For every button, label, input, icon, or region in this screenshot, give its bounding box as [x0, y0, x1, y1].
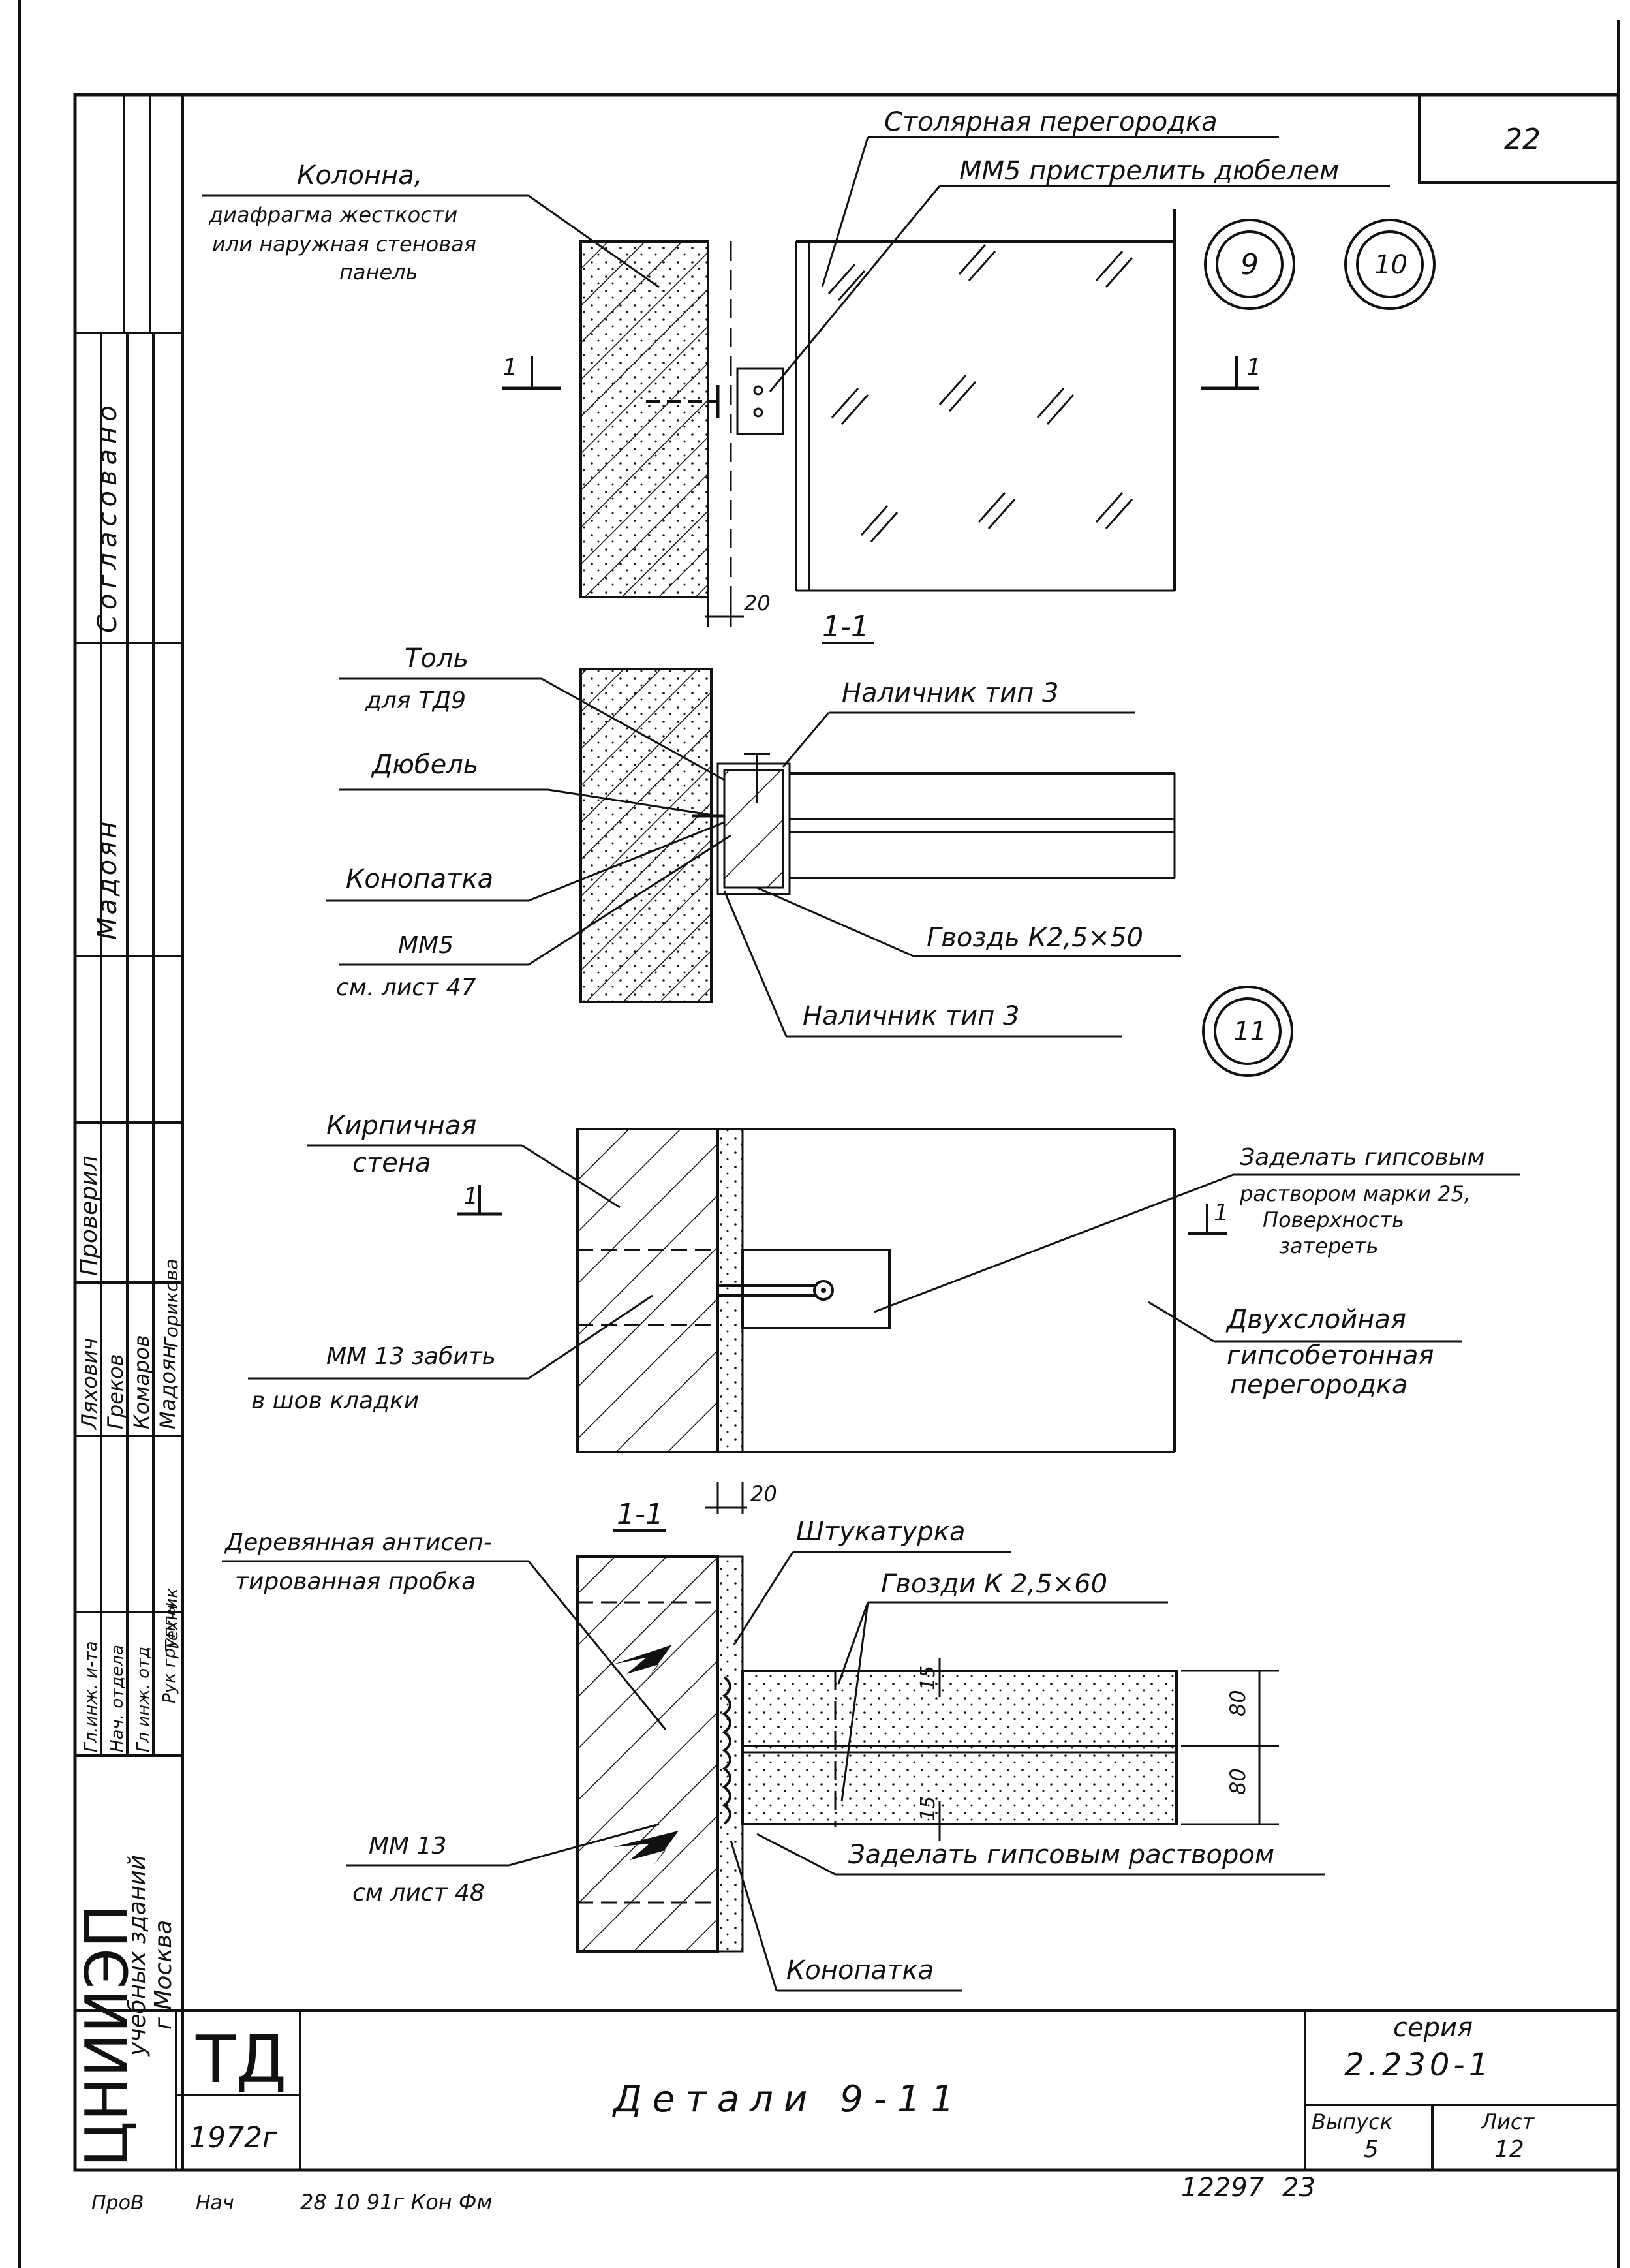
stamp-checked: Проверил: [76, 1155, 102, 1276]
stamp-role-1: Гл.инж. и-та: [82, 1641, 101, 1752]
stamp-role-5: Техник: [162, 1588, 182, 1651]
tol-label: Толь: [405, 644, 469, 674]
column-label-l2: диафрагма жесткости: [208, 202, 457, 227]
sheet-number: 12: [1494, 2136, 1524, 2163]
series-label: серия: [1393, 2013, 1473, 2043]
steel-partition-label: Столярная перегородка: [884, 107, 1218, 137]
detail11-plan: 1 1 Кирпичная стена Заделать гипсовым ра…: [248, 1111, 1520, 1532]
detail11-section: 80 80 15 15 Деревянная антисеп- тированн…: [222, 1517, 1325, 1992]
gvozd-label: Гвоздь К2,5×50: [927, 923, 1143, 953]
detail-10-label: 10: [1374, 250, 1407, 280]
side-stamp: [75, 95, 184, 2170]
bottom-note-code: 12297: [1181, 2173, 1265, 2203]
nalichnik-bottom-label: Наличник тип 3: [803, 1001, 1019, 1031]
two-layer-label-l2: гипсобетонная: [1227, 1341, 1434, 1371]
detail9-plan: 20 1 1 Столярная перегородка ММ5 пристре…: [202, 107, 1390, 644]
bottom-note-num: 23: [1282, 2173, 1315, 2203]
detail9-section-mark-left: 1: [502, 354, 517, 381]
plaster-label: Штукатурка: [796, 1517, 965, 1547]
detail9-dim: 20: [744, 591, 771, 615]
title-block: [75, 2009, 1618, 2170]
detail-mark-9: [1204, 219, 1295, 310]
td-code: ТД: [195, 2021, 286, 2098]
bottom-note-left: ПроВ: [91, 2192, 144, 2214]
dubel-label: Дюбель: [371, 750, 478, 780]
wood-plug-label-l2: тированная пробка: [235, 1568, 476, 1595]
stamp-role-4: Рук группы: [160, 1602, 179, 1703]
dim-15-bottom: 15: [917, 1796, 940, 1821]
detail-11-label: 11: [1233, 1017, 1267, 1047]
detail11-dim: 20: [750, 1482, 777, 1506]
stamp-madoyan: Мадоян: [93, 819, 123, 940]
tol-label-l2: для ТД9: [365, 687, 466, 714]
detail-mark-10: [1344, 219, 1436, 310]
detail9-section-title: 1-1: [822, 610, 869, 644]
brick-wall-label: Кирпичная: [326, 1111, 476, 1141]
sheet-label: Лист: [1481, 2109, 1535, 2134]
bottom-note-date: 28 10 91г Кон Фм: [300, 2190, 493, 2214]
wood-plug-label: Деревянная антисеп-: [224, 1529, 492, 1556]
mm13-section-label: ММ 13: [369, 1833, 446, 1859]
detail9-section: Толь для ТД9 Дюбель Конопатка ММ5 см. ли…: [326, 644, 1181, 1038]
issue-number: 5: [1364, 2136, 1379, 2163]
detail-9-label: 9: [1240, 248, 1259, 281]
column-label: Колонна,: [297, 161, 422, 191]
dim-15-top: 15: [917, 1666, 940, 1690]
fill-gypsum-label-l4: затереть: [1279, 1234, 1378, 1258]
detail9-section-mark-right: 1: [1246, 354, 1261, 381]
brick-wall-label-l2: стена: [352, 1148, 431, 1178]
org-label-l2: учебных зданий: [124, 1855, 151, 2057]
nalichnik-top-label: Наличник тип 3: [842, 678, 1058, 708]
mm13-label: ММ 13 забить: [326, 1343, 496, 1370]
dim-80-top: 80: [1225, 1690, 1250, 1717]
sheet-border: [73, 93, 1620, 2172]
stamp-name-5: Горикова: [161, 1259, 182, 1348]
dim-80-bottom: 80: [1225, 1768, 1250, 1795]
bottom-note-sig: Нач: [196, 2192, 234, 2214]
fill-gypsum-label-l2: раствором марки 25,: [1239, 1181, 1471, 1206]
konopatka-section-label: Конопатка: [786, 1955, 934, 1985]
detail-mark-11: [1202, 986, 1293, 1077]
nails-label: Гвозди К 2,5×60: [881, 1569, 1107, 1599]
detail11-section-mark-left: 1: [463, 1183, 478, 1210]
stamp-name-3: Комаров: [129, 1335, 154, 1429]
sheet-number-top: 22: [1504, 123, 1541, 156]
sheet-title: Детали 9-11: [611, 2078, 964, 2120]
two-layer-label-l3: перегородка: [1230, 1370, 1407, 1400]
org-label-l3: г Москва: [150, 1920, 177, 2030]
fill-gypsum-label-l3: Поверхность: [1263, 1207, 1404, 1232]
stamp-name-4: Мадоян: [155, 1345, 180, 1429]
mm13-section-ref: см лист 48: [352, 1880, 485, 1906]
series-number: 2.230-1: [1344, 2047, 1492, 2083]
issue-label: Выпуск: [1312, 2109, 1393, 2134]
mm5-note-label: ММ5 пристрелить дюбелем: [959, 156, 1339, 186]
year: 1972г: [189, 2121, 278, 2154]
column-label-l4: панель: [339, 260, 418, 285]
stamp-agreed: Согласовано: [93, 400, 123, 633]
konopatka-label: Конопатка: [346, 864, 493, 894]
stamp-role-3: Гл инж. отд: [134, 1647, 153, 1752]
mm5-label: ММ5: [398, 932, 454, 959]
fill-section-label: Заделать гипсовым раствором: [848, 1840, 1274, 1870]
stamp-role-2: Нач. отдела: [108, 1645, 127, 1752]
mm13-label-l2: в шов кладки: [251, 1388, 419, 1414]
org-logo: ЦНИИЭП: [73, 1904, 142, 2167]
stamp-name-1: Ляхович: [77, 1338, 102, 1430]
detail11-section-mark-right: 1: [1214, 1200, 1229, 1226]
detail11-section-title: 1-1: [617, 1498, 664, 1531]
two-layer-label: Двухслойная: [1225, 1305, 1406, 1335]
fill-gypsum-label: Заделать гипсовым: [1240, 1144, 1484, 1171]
column-label-l3: или наружная стеновая: [212, 232, 476, 256]
mm5-ref-label: см. лист 47: [336, 974, 476, 1001]
stamp-name-2: Греков: [103, 1354, 128, 1429]
